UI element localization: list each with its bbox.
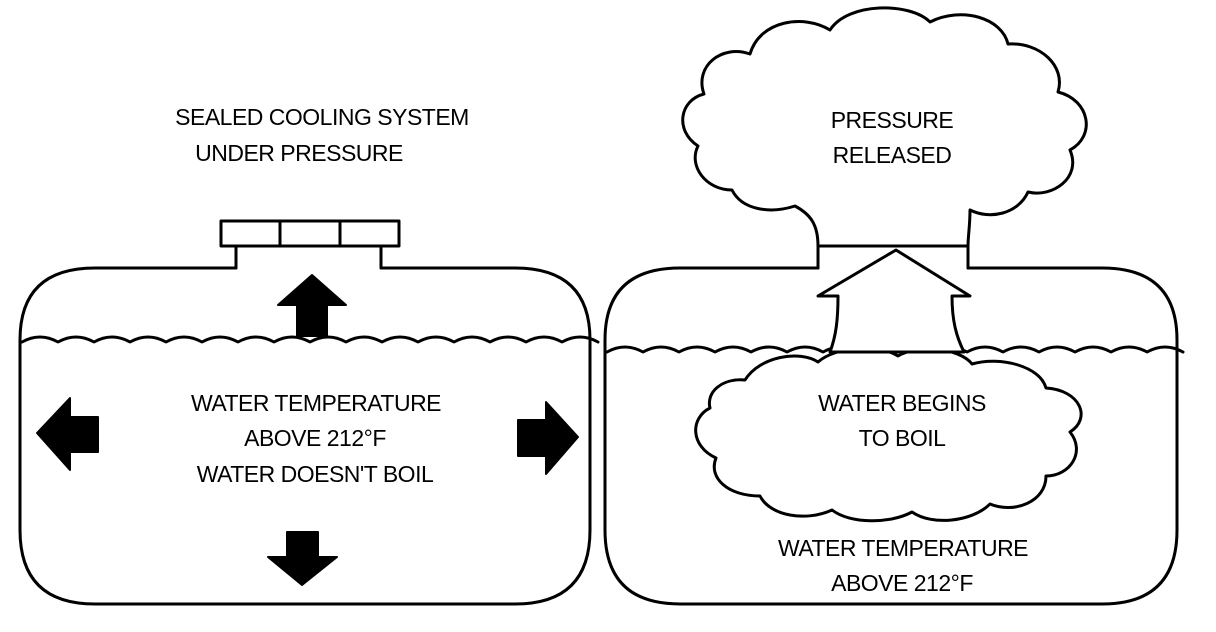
left-panel: SEALED COOLING SYSTEM UNDER PRESSURE WAT… [18, 104, 600, 606]
arrow-right-icon [517, 401, 579, 475]
left-title-line2: UNDER PRESSURE [195, 140, 403, 166]
right-cloud-line2: RELEASED [833, 142, 952, 168]
arrow-left-icon [36, 397, 99, 471]
radiator-cap [219, 219, 401, 270]
right-boil-line2: TO BOIL [859, 425, 947, 451]
left-tank [18, 266, 592, 606]
left-body-line2: ABOVE 212°F [244, 425, 386, 451]
right-panel: PRESSURE RELEASED WATER BEGINS TO BOIL W… [603, 6, 1185, 606]
left-water-surface [20, 335, 600, 344]
right-temp-line1: WATER TEMPERATURE [778, 535, 1028, 561]
pressure-released-cloud [681, 6, 1088, 248]
right-cloud-line1: PRESSURE [831, 107, 954, 133]
right-temp-line2: ABOVE 212°F [831, 570, 973, 596]
left-title-line1: SEALED COOLING SYSTEM [175, 104, 469, 130]
arrow-down-icon [267, 531, 338, 586]
arrow-up-icon [277, 274, 347, 337]
left-body-line1: WATER TEMPERATURE [191, 390, 441, 416]
right-tank [603, 266, 1179, 606]
left-body-line3: WATER DOESN'T BOIL [197, 461, 434, 487]
arrow-up-outline-icon [816, 248, 972, 354]
right-boil-line1: WATER BEGINS [818, 390, 986, 416]
boiling-water-cloud [694, 346, 1083, 523]
